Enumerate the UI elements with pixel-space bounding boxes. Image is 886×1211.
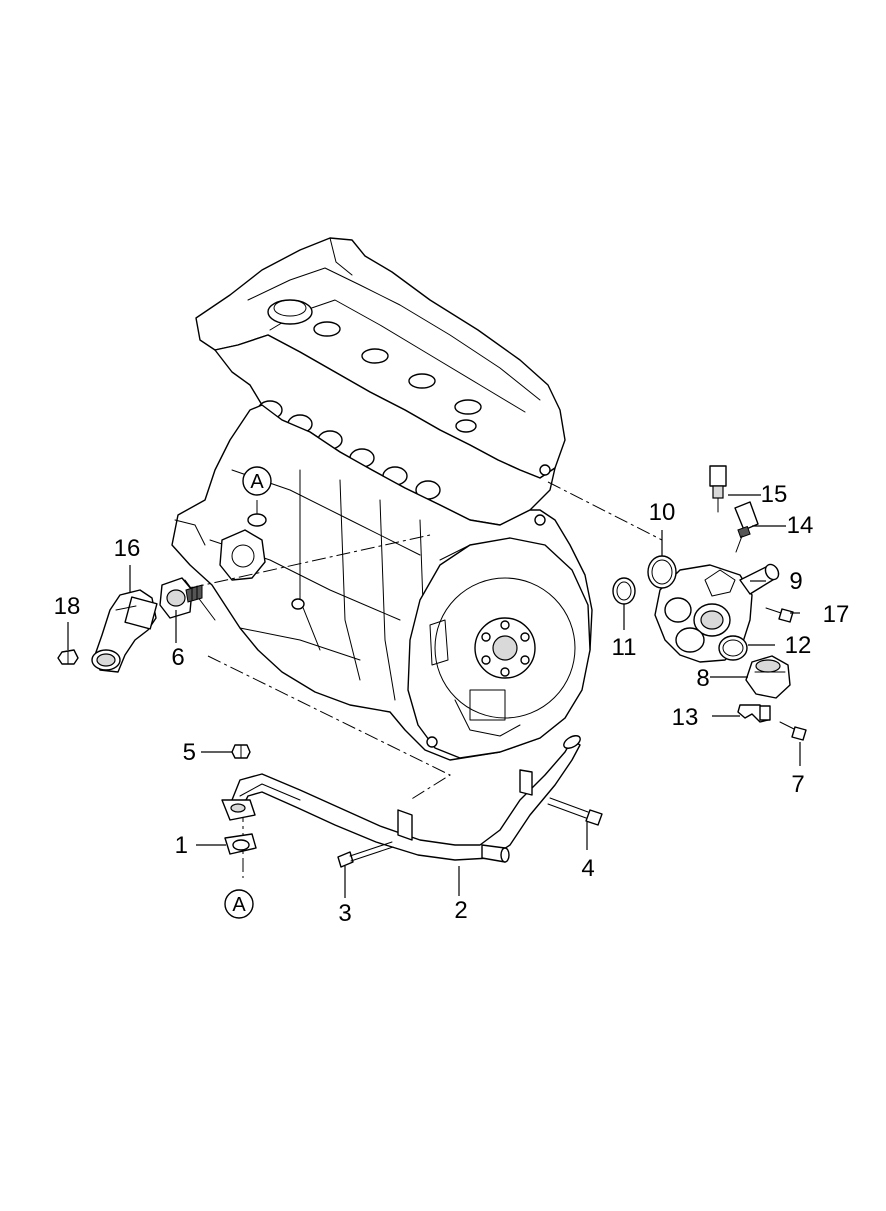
engine-block (171, 237, 593, 761)
callout-15: 15 (761, 481, 788, 508)
nut-5 (231, 744, 251, 759)
ref-a-lower: A (224, 889, 254, 919)
ref-a-upper-label: A (250, 471, 264, 493)
callout-3: 3 (338, 900, 351, 927)
callout-2: 2 (454, 897, 467, 924)
callout-9: 9 (789, 568, 802, 595)
bolt-4 (547, 797, 603, 826)
callout-16: 16 (114, 535, 141, 562)
callout-12: 12 (785, 632, 812, 659)
callout-10: 10 (649, 499, 676, 526)
callout-labels: 1 2 3 4 5 6 7 8 9 10 11 12 13 14 15 16 1… (54, 481, 850, 927)
o-ring-10 (647, 555, 677, 589)
gasket-1 (224, 833, 257, 855)
o-ring-11 (612, 577, 636, 605)
thermostat (159, 577, 203, 619)
crank-flange-bolts (481, 620, 530, 677)
callout-14: 14 (787, 512, 814, 539)
water-pipe (231, 735, 581, 863)
nut-18 (57, 649, 79, 665)
bolt-3 (337, 841, 394, 868)
thermostat-housing (91, 589, 158, 673)
callout-18: 18 (54, 593, 81, 620)
alignment-lines (189, 481, 663, 878)
ref-a-upper: A (242, 466, 272, 496)
o-ring-12 (718, 635, 748, 661)
callout-11: 11 (612, 634, 637, 661)
bracket-13 (737, 704, 771, 723)
bolt-17 (765, 607, 794, 623)
callout-1: 1 (175, 832, 188, 859)
bolt-7 (779, 721, 807, 741)
temperature-sender-15 (709, 465, 727, 513)
leader-lines (67, 494, 801, 898)
callout-5: 5 (183, 739, 196, 766)
cap-8 (745, 655, 791, 699)
ref-a-lower-label: A (232, 894, 246, 916)
callout-7: 7 (791, 771, 804, 798)
temperature-sensor-14 (734, 501, 759, 553)
pipe-flange (221, 799, 256, 821)
spark-plug-holes (313, 321, 482, 433)
callout-13: 13 (672, 704, 699, 731)
callout-4: 4 (581, 855, 594, 882)
callout-8: 8 (696, 665, 709, 692)
callout-6: 6 (171, 644, 184, 671)
callout-17: 17 (823, 601, 850, 628)
